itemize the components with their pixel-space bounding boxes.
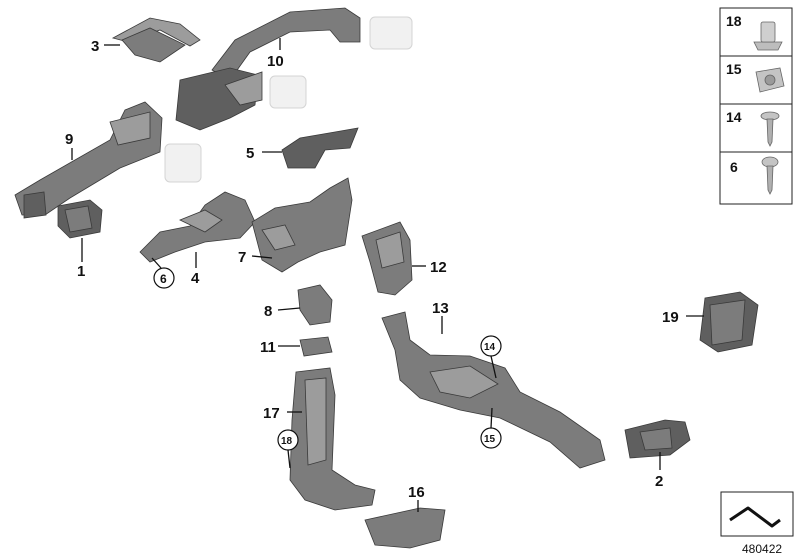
callout-15-circled: 15 [484,434,496,445]
tapping-screw-icon [761,156,779,195]
callout-12: 12 [430,259,447,276]
part-vent-connector [57,199,103,239]
callout-1: 1 [77,263,85,280]
callout-8: 8 [264,303,272,320]
part-rear-vent [624,419,691,459]
part-upper-air-duct [175,7,361,131]
leader-lines [71,38,704,512]
callout-9: 9 [65,131,73,148]
part-center-duct [251,177,353,273]
callout-19: 19 [662,309,679,326]
part-duct-adapter [297,284,333,326]
callout-5: 5 [246,145,254,162]
reference-arrow-box [720,491,794,537]
part-bracket [281,127,359,169]
callout-7: 7 [238,249,246,266]
part-curved-duct [139,191,256,263]
callout-10: 10 [267,53,284,70]
callout-3: 3 [91,38,99,55]
callout-18-circled: 18 [281,436,293,447]
callout-2: 2 [655,473,663,490]
circled-callouts [153,267,502,451]
clip-nut-icon [753,21,783,51]
part-lower-duct [289,367,376,511]
callout-13: 13 [432,300,449,317]
part-seal [299,336,333,357]
callout-4: 4 [191,270,200,287]
callout-11: 11 [260,339,276,356]
legend-number-15: 15 [726,61,742,77]
spring-nut-icon [755,67,785,93]
part-footwell-vent [364,507,446,549]
legend-number-18: 18 [726,13,742,29]
fastener-legend: 18 15 14 6 [719,7,793,205]
part-left-air-duct [14,101,163,219]
arrow-icon [729,506,781,528]
flange-screw-icon [760,111,780,147]
legend-number-6: 6 [730,159,738,175]
part-vertical-duct [361,221,413,296]
reference-number: 480422 [742,542,782,556]
part-louver-grille [699,291,759,353]
callout-labels: 3 10 9 5 1 4 6 7 12 8 13 14 11 19 17 15 … [65,38,679,501]
legend-number-14: 14 [726,109,742,125]
part-vent-grille [111,17,201,63]
callout-17: 17 [263,405,280,422]
ghost-parts [164,16,413,183]
callout-16: 16 [408,484,425,501]
callout-6-circled: 6 [160,272,167,286]
part-rear-air-duct [381,311,606,469]
callout-14-circled: 14 [484,342,496,353]
